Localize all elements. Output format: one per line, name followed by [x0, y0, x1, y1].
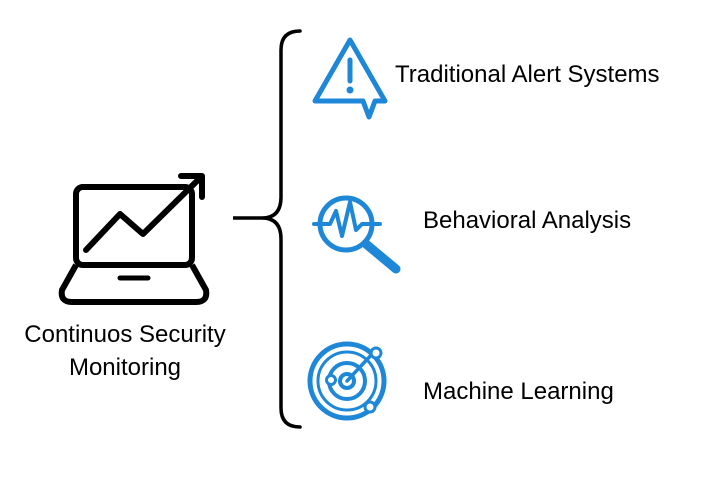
item-label-machine-learning: Machine Learning — [423, 378, 614, 405]
center-label-line1: Continuos Security — [24, 321, 226, 348]
item-label-traditional-alert-systems: Traditional Alert Systems — [395, 61, 660, 88]
center-label: Continuos Security Monitoring — [0, 318, 250, 384]
center-label-line2: Monitoring — [68, 354, 182, 381]
item-label-behavioral-analysis: Behavioral Analysis — [423, 207, 632, 234]
